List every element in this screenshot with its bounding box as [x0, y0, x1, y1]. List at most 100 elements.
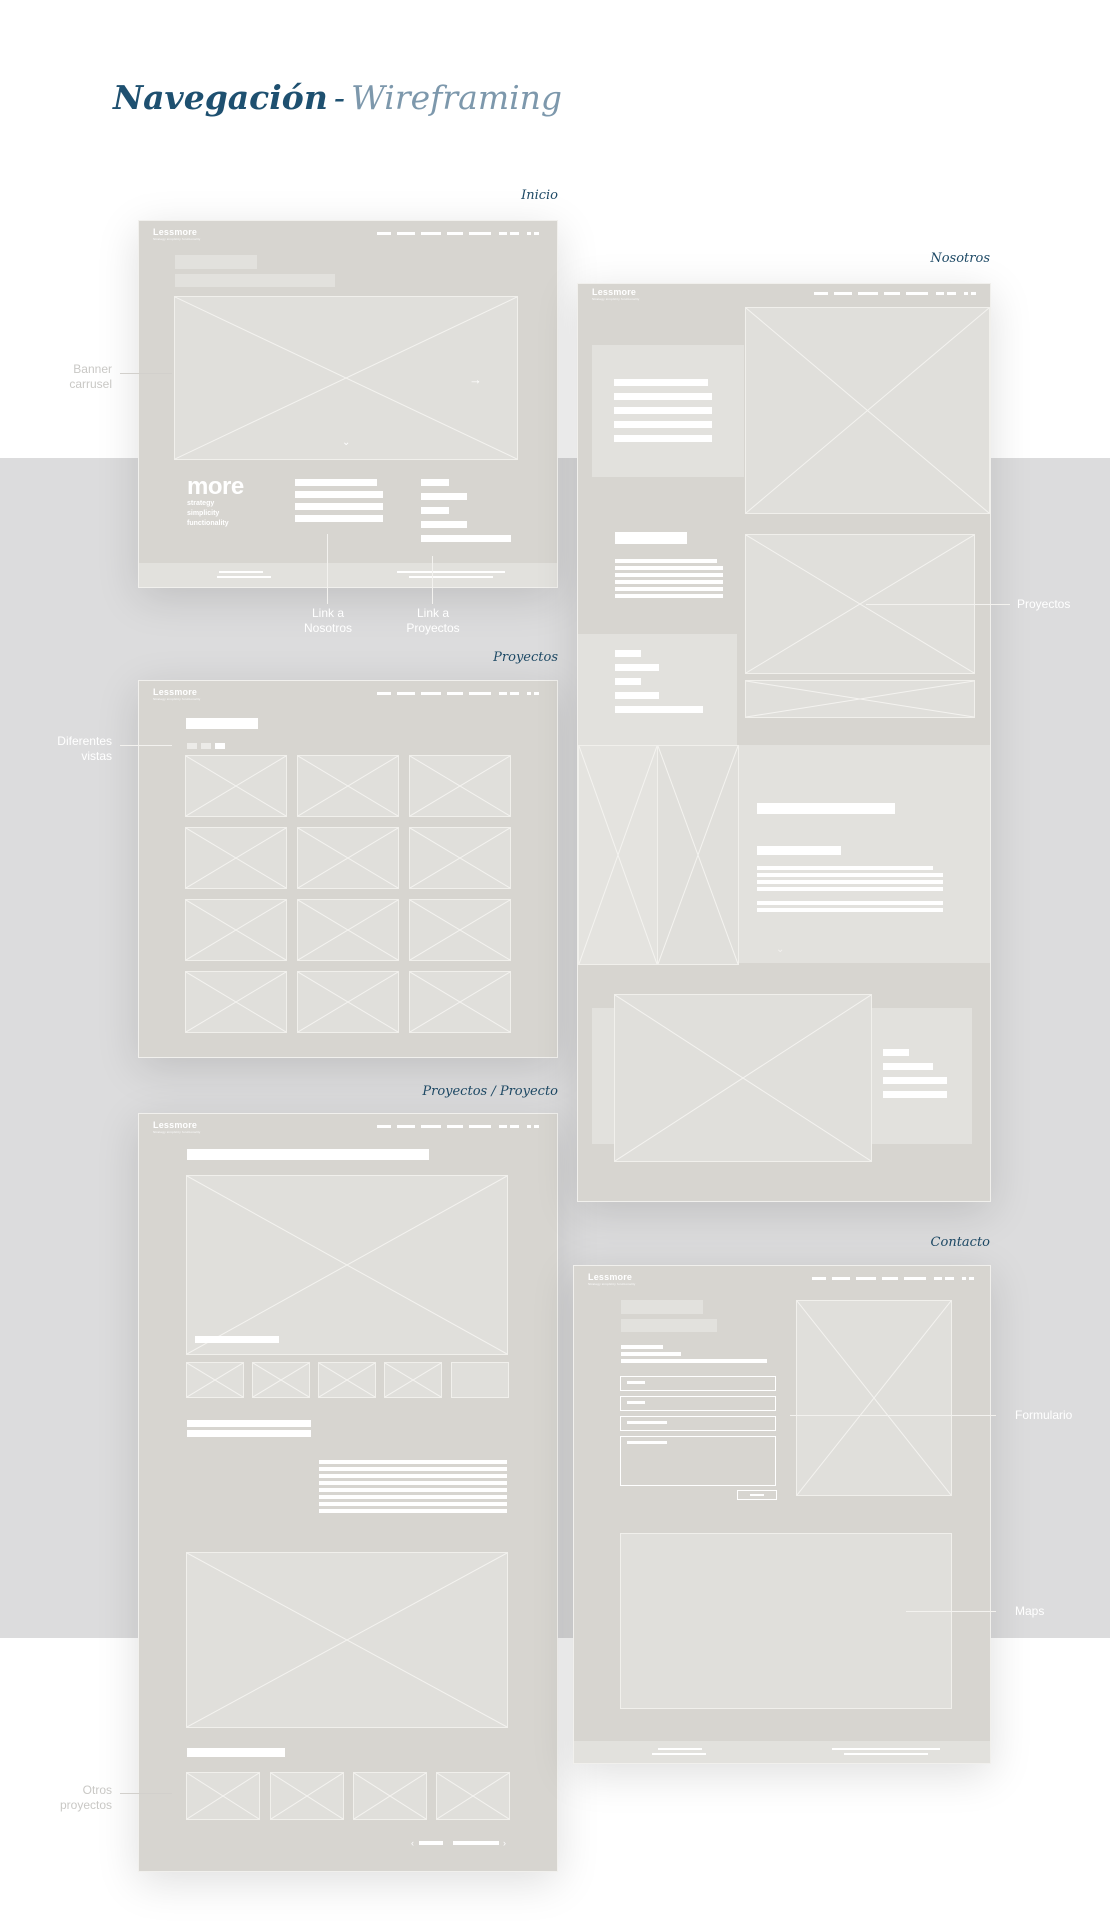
text-line — [421, 535, 511, 542]
project-thumb[interactable] — [185, 899, 287, 961]
contact-image[interactable] — [796, 1300, 952, 1496]
project-title — [187, 1149, 429, 1160]
pagination[interactable]: ‹ › — [411, 1838, 511, 1848]
chevron-down-icon[interactable]: ⌄ — [342, 437, 351, 448]
tag-simplicity: simplicity — [187, 510, 220, 517]
text-line — [883, 1063, 933, 1070]
email-field[interactable] — [620, 1396, 776, 1411]
text-line — [615, 594, 723, 598]
annotation-line — [327, 534, 328, 604]
text-line — [319, 1467, 507, 1471]
gallery-thumb[interactable] — [451, 1362, 509, 1398]
name-field[interactable] — [620, 1376, 776, 1391]
text-line — [883, 1049, 909, 1056]
project-thumb[interactable] — [185, 971, 287, 1033]
page-title: Navegación-Wireframing — [113, 78, 563, 117]
text-line — [295, 515, 383, 522]
project-thumb[interactable] — [297, 755, 399, 817]
message-field[interactable] — [620, 1436, 776, 1486]
annotation-formulario: Formulario — [1015, 1408, 1073, 1422]
text-line — [757, 887, 943, 891]
text-line — [421, 507, 449, 514]
text-line — [615, 566, 723, 570]
project-thumb[interactable] — [409, 827, 511, 889]
subsection-title — [757, 846, 841, 855]
chevron-down-icon[interactable]: ⌄ — [776, 944, 785, 955]
related-project-thumb[interactable] — [436, 1772, 510, 1820]
gallery-thumb[interactable] — [186, 1362, 244, 1398]
label-proyecto: Proyectos / Proyecto — [422, 1084, 558, 1099]
team-image[interactable] — [614, 994, 872, 1162]
project-thumb[interactable] — [297, 971, 399, 1033]
text-line — [615, 580, 723, 584]
text-line — [621, 1345, 663, 1349]
gallery-thumb[interactable] — [252, 1362, 310, 1398]
gallery-thumb[interactable] — [384, 1362, 442, 1398]
project-image[interactable] — [186, 1552, 508, 1728]
text-line — [319, 1495, 507, 1499]
text-line — [421, 493, 467, 500]
project-hero-image[interactable] — [186, 1175, 508, 1355]
text-line — [319, 1488, 507, 1492]
project-thumb[interactable] — [185, 755, 287, 817]
feature-image-left[interactable] — [578, 745, 658, 965]
annotation-line — [906, 1611, 996, 1612]
arrow-right-icon[interactable]: → — [469, 372, 482, 387]
project-thumb[interactable] — [185, 827, 287, 889]
related-project-thumb[interactable] — [186, 1772, 260, 1820]
text-line — [421, 521, 467, 528]
view-toggle[interactable] — [187, 743, 227, 749]
gallery-thumb[interactable] — [318, 1362, 376, 1398]
text-line — [615, 573, 723, 577]
text-line — [757, 880, 943, 884]
chevron-left-icon[interactable]: ‹ — [411, 1838, 414, 1848]
feature-image-right[interactable] — [657, 745, 739, 965]
map[interactable] — [620, 1533, 952, 1709]
text-line — [757, 866, 933, 870]
text-line — [295, 491, 383, 498]
about-image[interactable] — [745, 307, 990, 514]
chevron-right-icon[interactable]: › — [503, 1838, 506, 1848]
project-thumb[interactable] — [297, 899, 399, 961]
related-project-thumb[interactable] — [270, 1772, 344, 1820]
text-line — [757, 901, 943, 905]
related-project-thumb[interactable] — [353, 1772, 427, 1820]
heading-placeholder — [621, 1300, 703, 1314]
heading-placeholder — [175, 255, 257, 269]
projects-strip-image[interactable] — [745, 680, 975, 718]
project-thumb[interactable] — [297, 827, 399, 889]
phone-field[interactable] — [620, 1416, 776, 1431]
project-thumb[interactable] — [409, 899, 511, 961]
nav-menu — [377, 232, 547, 235]
label-proyectos: Proyectos — [493, 650, 558, 665]
section-title — [757, 803, 895, 814]
annotation-proyectos: Proyectos — [1017, 597, 1071, 611]
submit-button[interactable] — [737, 1490, 777, 1500]
section-title — [187, 1748, 285, 1757]
nav-menu — [377, 1125, 547, 1128]
footer — [574, 1741, 990, 1763]
tag-strategy: strategy — [187, 500, 215, 507]
section-title — [186, 718, 258, 729]
project-thumb[interactable] — [409, 971, 511, 1033]
banner-image[interactable] — [174, 296, 518, 460]
annotation-line — [120, 373, 172, 374]
text-line — [319, 1474, 507, 1478]
services-block — [578, 634, 737, 752]
label-nosotros: Nosotros — [930, 251, 990, 266]
text-line — [187, 1420, 311, 1427]
project-thumb[interactable] — [409, 755, 511, 817]
